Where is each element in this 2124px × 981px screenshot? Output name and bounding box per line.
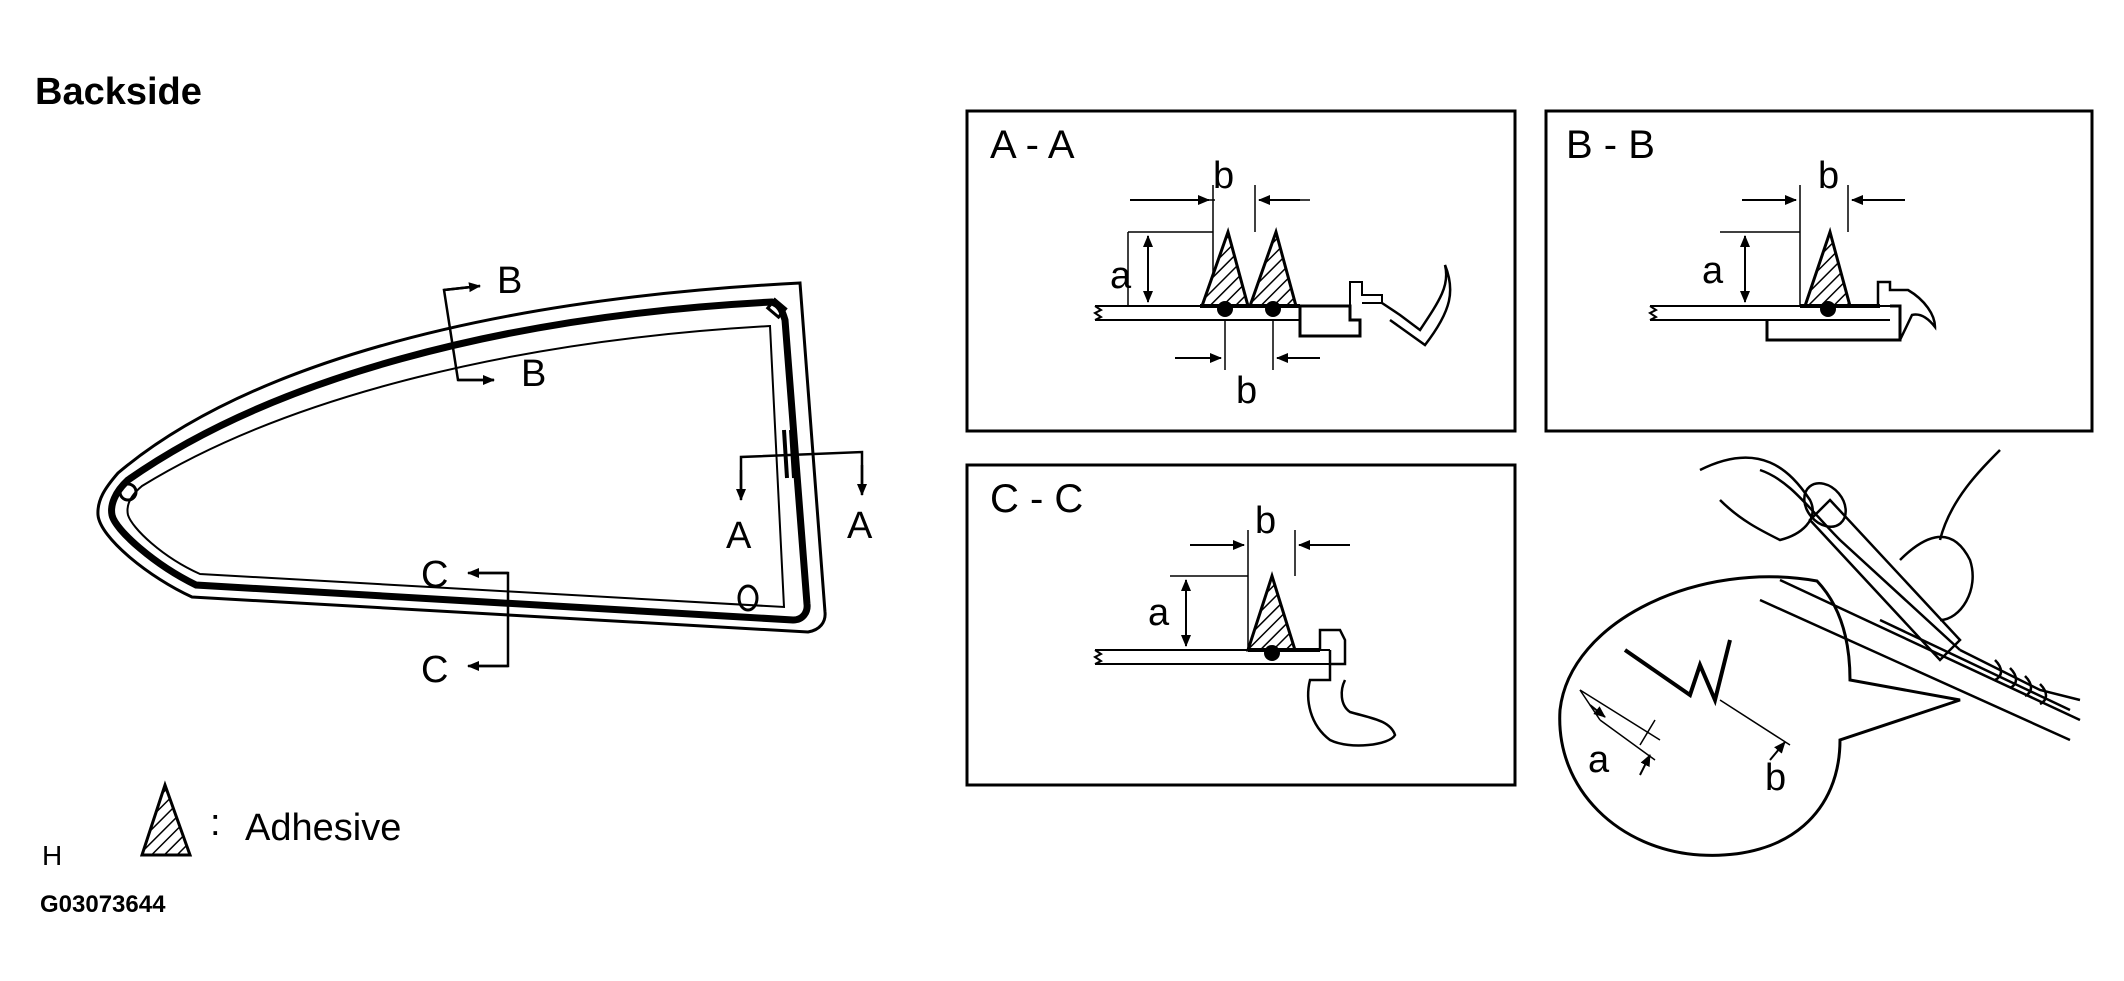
section-b-b-dim-b: b [1818,155,1839,197]
glass-outline [96,281,827,634]
section-cut-b [442,282,495,385]
section-a-a-dim-b-bottom: b [1236,370,1257,412]
section-mark-b-top: B [497,260,522,302]
section-cut-a [736,450,867,501]
legend: : Adhesive [139,780,401,857]
clip-mark-top [765,297,788,320]
section-mark-c-top: C [421,554,448,596]
section-b-b-title: B - B [1566,123,1655,167]
application-illustration [1558,449,2081,857]
section-c-c-title: C - C [990,477,1083,521]
section-mark-b-bottom: B [521,353,546,395]
section-a-a-panel: A - A [965,109,1517,433]
legend-separator: : [210,802,221,844]
section-a-a-dim-b-top: b [1213,155,1234,197]
section-a-a-dim-a: a [1110,255,1132,297]
adhesive-legend-icon [139,780,193,857]
clip-hole-left [118,482,138,502]
figure-code: G03073644 [40,891,166,918]
section-a-a-title: A - A [990,123,1075,167]
section-mark-c-bottom: C [421,649,448,691]
section-b-b-dim-a: a [1702,250,1724,292]
quarter-glass-view [96,281,827,634]
section-c-c-dim-b: b [1255,500,1276,542]
clip-hole-right [737,584,759,612]
legend-label: Adhesive [245,807,401,849]
section-b-b-panel: B - B b a [1544,109,2094,433]
corner-mark: H [42,840,62,871]
section-cut-c [467,568,510,671]
adhesive-line [108,298,811,624]
application-dim-b: b [1765,757,1786,799]
section-c-c-dim-a: a [1148,592,1170,634]
page-title: Backside [35,71,202,113]
inner-trim-line [126,324,786,609]
application-dim-a: a [1588,739,1610,781]
section-mark-a-left: A [726,515,752,557]
section-mark-a-right: A [847,505,873,547]
section-c-c-panel: C - C b a [965,463,1517,787]
